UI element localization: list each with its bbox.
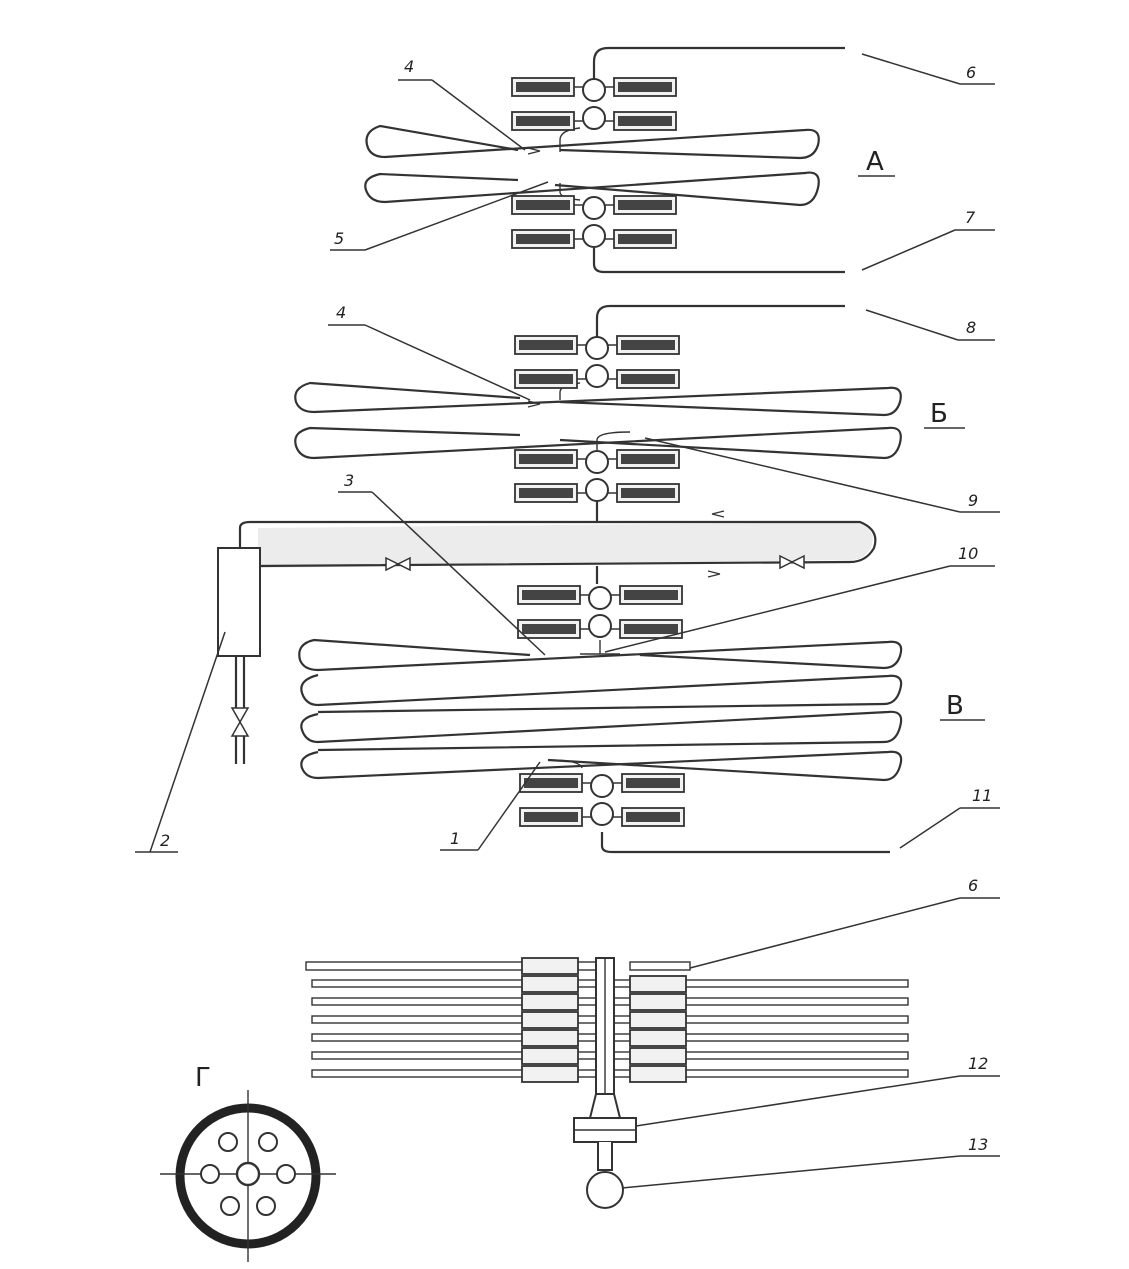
flow-arrows xyxy=(527,147,725,578)
connector-loop xyxy=(217,500,877,764)
callout-13: 13 xyxy=(968,1135,988,1154)
callout-9: 9 xyxy=(968,491,978,510)
valve-left xyxy=(385,556,411,572)
callout-12: 12 xyxy=(968,1054,988,1073)
section-b: Б xyxy=(294,304,965,503)
callout-10: 10 xyxy=(958,544,978,563)
callout-8: 8 xyxy=(966,318,976,337)
section-g-label: Г xyxy=(195,1063,211,1093)
callout-7: 7 xyxy=(965,208,976,227)
separator-vessel xyxy=(217,547,261,764)
section-a: А xyxy=(364,46,895,274)
cross-section-g: Г xyxy=(160,1063,336,1262)
callout-4-top: 4 xyxy=(404,57,414,76)
section-v-label: В xyxy=(946,691,964,721)
callout-3: 3 xyxy=(344,471,354,490)
section-a-label: А xyxy=(866,147,884,177)
callout-1: 1 xyxy=(450,829,460,848)
callout-5: 5 xyxy=(334,229,344,248)
callout-4-mid: 4 xyxy=(336,303,346,322)
callout-6-top: 6 xyxy=(966,63,976,82)
callout-2: 2 xyxy=(160,831,170,850)
callout-11: 11 xyxy=(972,786,992,805)
valve-right xyxy=(779,554,805,570)
callouts: 6 4 5 7 8 4 9 3 10 2 xyxy=(135,53,1000,1189)
section-v: В xyxy=(298,585,985,854)
section-b-label: Б xyxy=(930,399,948,429)
callout-6-bottom: 6 xyxy=(968,876,978,895)
bundle-side-view xyxy=(305,957,909,1209)
